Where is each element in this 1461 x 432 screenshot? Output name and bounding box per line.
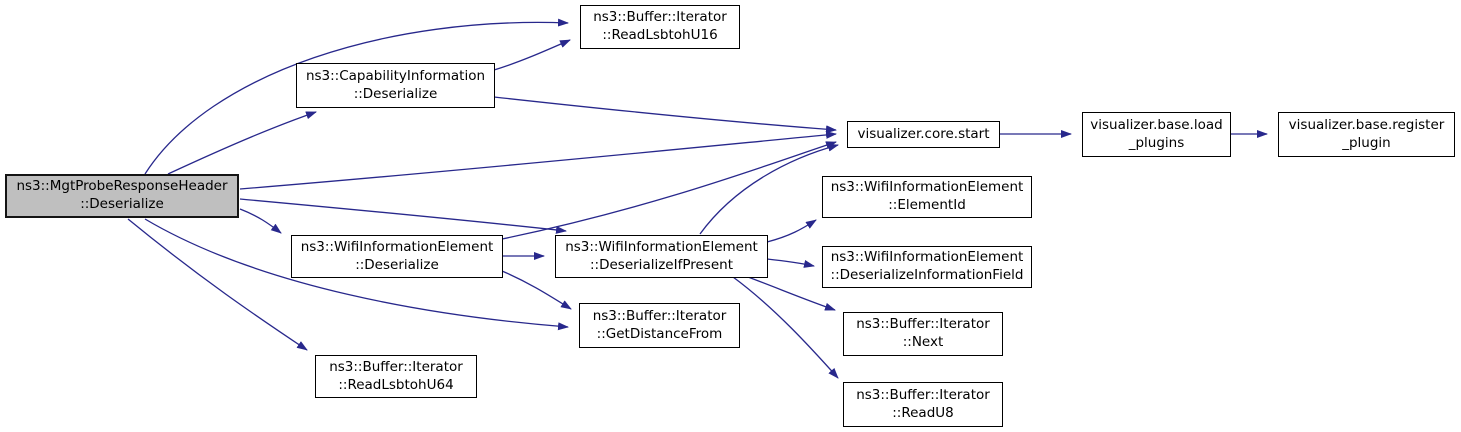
- node-wifi-information-element-element-id[interactable]: ns3::WifiInformationElement ::ElementId: [822, 176, 1032, 218]
- edge-main-to-readlsbtohu64: [127, 218, 308, 351]
- edge-deserializeifpresent-to-elementid: [766, 219, 817, 243]
- edge-main-to-capability-deserialize: [167, 111, 317, 175]
- node-buffer-iterator-next[interactable]: ns3::Buffer::Iterator ::Next: [843, 312, 1003, 356]
- node-label: ns3::WifiInformationElement: [300, 238, 494, 255]
- edge-main-to-visualizer-core-start: [239, 130, 837, 190]
- edge-deserializeifpresent-to-next: [747, 276, 836, 311]
- node-capability-information-deserialize[interactable]: ns3::CapabilityInformation ::Deserialize: [296, 63, 495, 108]
- node-visualizer-base-load-plugins[interactable]: visualizer.base.load _plugins: [1082, 112, 1231, 157]
- node-wifi-information-element-deserialize[interactable]: ns3::WifiInformationElement ::Deserializ…: [291, 235, 503, 278]
- node-label: ::Deserialize: [80, 196, 164, 212]
- node-wifi-information-element-deserialize-information-field[interactable]: ns3::WifiInformationElement ::Deserializ…: [822, 246, 1032, 288]
- node-label: visualizer.base.register: [1288, 116, 1445, 133]
- node-label: ns3::Buffer::Iterator: [856, 316, 990, 333]
- node-label: ns3::WifiInformationElement: [565, 238, 758, 255]
- node-label: ::Next: [902, 334, 944, 350]
- node-visualizer-base-register-plugin[interactable]: visualizer.base.register _plugin: [1278, 112, 1455, 157]
- node-label: visualizer.base.load: [1090, 116, 1223, 133]
- node-label: ns3::Buffer::Iterator: [593, 9, 727, 26]
- node-label: ::ReadLsbtohU16: [602, 27, 718, 43]
- edge-deserializeifpresent-to-readu8: [732, 276, 839, 379]
- edge-capability-to-visualizer-core-start: [493, 96, 837, 134]
- node-wifi-information-element-deserialize-if-present[interactable]: ns3::WifiInformationElement ::Deserializ…: [555, 235, 768, 278]
- edge-wifi-deserialize-to-getdistancefrom: [501, 270, 572, 310]
- node-label: ::ElementId: [888, 197, 966, 213]
- node-label: ns3::Buffer::Iterator: [592, 307, 727, 324]
- node-label: ns3::MgtProbeResponseHeader: [16, 178, 228, 195]
- edge-capability-to-readlsbtohu16: [493, 39, 571, 71]
- node-label: _plugins: [1128, 134, 1185, 151]
- edge-deserializeifpresent-to-deserializeinformationfield: [766, 258, 815, 268]
- edge-main-to-wifi-deserialize: [239, 208, 282, 234]
- node-label: visualizer.core.start: [857, 125, 990, 142]
- node-label: ns3::Buffer::Iterator: [856, 386, 990, 403]
- node-label: ns3::Buffer::Iterator: [329, 358, 463, 375]
- node-label: ::ReadLsbtohU64: [338, 376, 454, 393]
- node-buffer-iterator-get-distance-from[interactable]: ns3::Buffer::Iterator ::GetDistanceFrom: [579, 303, 740, 348]
- node-label: ::ReadU8: [892, 404, 954, 421]
- node-label: ::Deserialize: [353, 85, 438, 102]
- node-label: ns3::CapabilityInformation: [305, 67, 486, 84]
- node-buffer-iterator-read-lsbtoh-u64[interactable]: ns3::Buffer::Iterator ::ReadLsbtohU64: [315, 355, 477, 398]
- node-label: ::Deserialize: [355, 256, 439, 273]
- edge-main-to-getdistancefrom: [144, 218, 569, 331]
- node-mgt-probe-response-header-deserialize: ns3::MgtProbeResponseHeader ::Deserializ…: [5, 174, 239, 218]
- node-label: ::GetDistanceFrom: [596, 325, 723, 342]
- node-buffer-iterator-read-u8[interactable]: ns3::Buffer::Iterator ::ReadU8: [843, 382, 1003, 427]
- node-label: ::DeserializeInformationField: [830, 267, 1024, 283]
- node-label: _plugin: [1342, 134, 1391, 151]
- node-label: ns3::WifiInformationElement: [830, 179, 1024, 196]
- edge-main-to-deserializeifpresent: [239, 198, 567, 234]
- edge-wifi-deserialize-to-visualizer-core-start: [501, 141, 837, 240]
- node-label: ::DeserializeIfPresent: [590, 256, 733, 273]
- node-label: ns3::WifiInformationElement: [830, 249, 1024, 266]
- edge-main-to-readlsbtohu16: [144, 18, 569, 175]
- edge-deserializeifpresent-to-visualizer-core-start: [699, 143, 839, 235]
- node-visualizer-core-start[interactable]: visualizer.core.start: [847, 121, 1000, 148]
- node-buffer-iterator-read-lsbtoh-u16[interactable]: ns3::Buffer::Iterator ::ReadLsbtohU16: [580, 5, 740, 49]
